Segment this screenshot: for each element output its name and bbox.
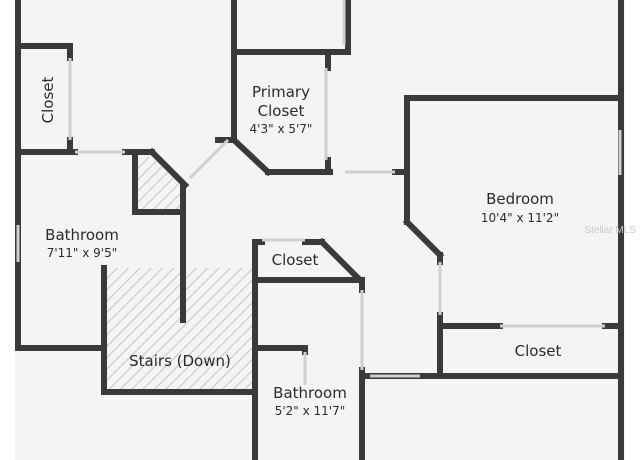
bathroom-bottom-label: Bathroom — [273, 384, 347, 402]
exterior-left — [0, 0, 15, 460]
bathroom-bottom-dims: 5'2" x 11'7" — [275, 404, 346, 418]
bathroom-left-label: Bathroom — [45, 226, 119, 244]
openings — [16, 0, 622, 385]
closet-right-label: Closet — [515, 342, 562, 360]
closet-center-label: Closet — [272, 251, 319, 269]
bedroom-dims: 10'4" x 11'2" — [481, 211, 559, 225]
primary-closet-dims: 4'3" x 5'7" — [250, 122, 313, 136]
closet-left-label: Closet — [39, 77, 57, 124]
primary-closet-label-line1: Primary — [252, 83, 310, 101]
bedroom-label: Bedroom — [486, 190, 554, 208]
bathroom-left-dims: 7'11" x 9'5" — [47, 246, 118, 260]
primary-closet-label-line2: Closet — [258, 102, 305, 120]
watermark: Stellar MLS — [584, 225, 636, 236]
exterior-right — [625, 0, 640, 460]
stairs-hatch — [104, 268, 252, 392]
bath-niche-hatch — [138, 157, 180, 210]
walls — [15, 0, 624, 460]
stairs-label: Stairs (Down) — [129, 352, 231, 370]
